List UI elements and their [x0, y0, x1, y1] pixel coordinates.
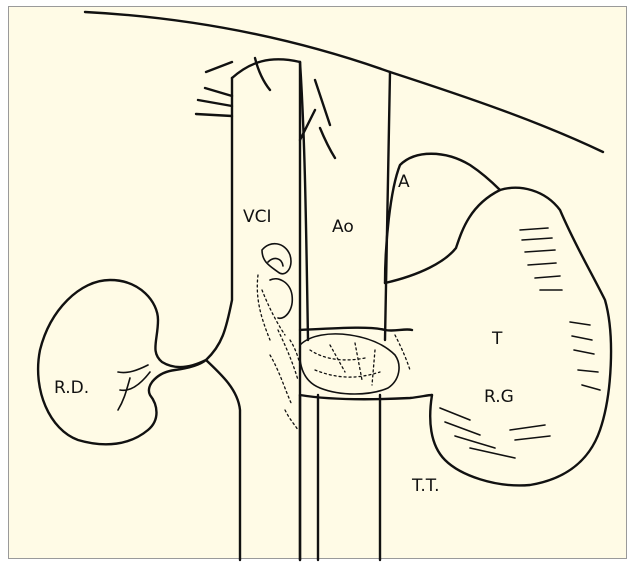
label-ao: Ao [332, 217, 354, 237]
left-renal-vein-bottom [300, 395, 432, 399]
shade-14 [455, 436, 495, 448]
label-vci: VCI [243, 207, 272, 227]
shade-2 [522, 238, 552, 240]
hepatic-vein-4 [206, 62, 232, 72]
label-t: T [491, 329, 503, 349]
shade-10 [578, 370, 598, 372]
shade-3 [525, 250, 555, 252]
aorta-branch-2 [320, 128, 335, 158]
shade-11 [582, 385, 600, 390]
right-kidney-hilum-2 [120, 372, 150, 390]
hepatic-vein-3 [196, 114, 232, 116]
shade-9 [574, 350, 594, 354]
shade-7 [570, 322, 590, 325]
shade-1 [520, 228, 548, 230]
diaphragm-curve [85, 12, 603, 152]
shade-17 [515, 436, 550, 440]
shade-5 [535, 276, 560, 278]
left-renal-vein-top [300, 328, 412, 331]
label-rd: R.D. [54, 378, 89, 398]
hepatic-vein-2 [198, 100, 232, 106]
aorta-left-wall [300, 62, 308, 340]
right-kidney-hilum-1 [118, 365, 148, 373]
shade-13 [445, 422, 480, 435]
vci-top [232, 59, 300, 78]
vci-left-wall [206, 78, 240, 560]
label-a: A [398, 172, 410, 192]
right-kidney-hilum-3 [118, 378, 130, 410]
shade-16 [510, 425, 545, 430]
aorta-branch-3 [315, 80, 330, 125]
hepatic-vein-1 [205, 88, 232, 96]
label-rg: R.G [484, 387, 514, 407]
shade-12 [440, 408, 470, 420]
right-kidney-outline [38, 280, 206, 444]
label-tt: T.T. [411, 476, 440, 496]
shade-4 [528, 263, 556, 265]
shade-15 [470, 448, 515, 458]
shade-8 [572, 336, 592, 340]
hepatic-vein-5 [255, 58, 270, 90]
